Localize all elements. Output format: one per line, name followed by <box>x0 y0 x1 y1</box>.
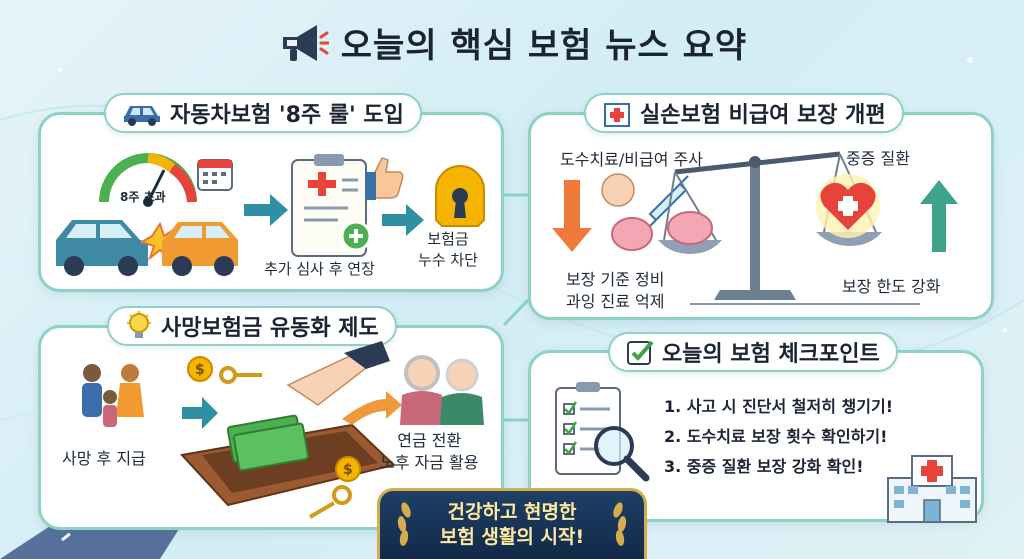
silson-insurance-panel <box>528 112 994 320</box>
checklist-magnifier-icon <box>555 382 650 482</box>
checkpoint-item: 2. 도수치료 보장 횟수 확인하기! <box>664 427 888 446</box>
death-insurance-title: 사망보험금 유동화 제도 <box>161 316 379 341</box>
silson-right-top-label: 중증 질환 <box>846 149 910 168</box>
death-left-label: 사망 후 지급 <box>62 449 146 468</box>
checkbox-icon <box>627 340 654 365</box>
silson-insurance-title: 실손보험 비급여 보장 개편 <box>640 103 886 128</box>
silson-left-top-label: 도수치료/비급여 주사 <box>560 150 703 169</box>
silson-right-bottom-label: 보장 한도 강화 <box>842 277 941 296</box>
banner-line2: 보험 생활의 시작! <box>439 526 585 548</box>
car-accident-illustration <box>56 153 485 276</box>
block-label: 보험금 누수 차단 <box>418 229 478 271</box>
silson-insurance-header: 실손보험 비급여 보장 개편 <box>584 93 904 133</box>
page-title: 오늘의 핵심 보험 뉴스 요약 <box>340 26 748 66</box>
scale-illustration <box>552 151 958 305</box>
silson-left-bottom-line2: 과잉 진료 억제 <box>566 292 665 312</box>
checkpoint-item: 1. 사고 시 진단서 철저히 챙기기! <box>664 397 893 416</box>
death-right-label: 연금 전환 노후 자금 활용 <box>380 430 479 475</box>
gauge-label: 8주 초과 <box>120 190 166 204</box>
laurel-decoration <box>397 502 627 546</box>
hospital-icon <box>604 103 630 127</box>
hospital-building-icon <box>887 455 977 523</box>
silson-left-bottom-label: 보장 기준 정비 과잉 진료 억제 <box>566 269 665 314</box>
checkpoint-title: 오늘의 보험 체크포인트 <box>662 342 880 367</box>
car-insurance-header: 자동차보험 '8주 룰' 도입 <box>104 93 422 133</box>
block-label-line1: 보험금 <box>427 230 469 248</box>
bottom-banner: 건강하고 현명한 보험 생활의 시작! <box>377 488 647 559</box>
megaphone-icon <box>282 24 329 61</box>
death-insurance-header: 사망보험금 유동화 제도 <box>107 306 397 346</box>
death-benefit-illustration: $ $ <box>82 341 484 519</box>
death-right-line2: 노후 자금 활용 <box>380 453 479 473</box>
banner-line1: 건강하고 현명한 <box>447 501 577 524</box>
checkpoint-item: 3. 중증 질환 보장 강화 확인! <box>664 457 864 476</box>
svg-text:$: $ <box>343 462 353 478</box>
title-row: 오늘의 핵심 보험 뉴스 요약 <box>0 18 1024 67</box>
svg-text:$: $ <box>195 362 205 378</box>
block-label-line2: 누수 차단 <box>418 251 478 269</box>
car-insurance-title: 자동차보험 '8주 룰' 도입 <box>170 103 404 128</box>
review-label: 추가 심사 후 연장 <box>264 260 375 278</box>
checkpoint-header: 오늘의 보험 체크포인트 <box>608 332 898 372</box>
lightbulb-icon <box>127 311 151 338</box>
death-right-line1: 연금 전환 <box>397 431 462 450</box>
silson-left-bottom-line1: 보장 기준 정비 <box>566 270 665 289</box>
checkpoint-list: 1. 사고 시 진단서 철저히 챙기기! 2. 도수치료 보장 횟수 확인하기!… <box>664 392 893 482</box>
car-icon <box>124 106 160 126</box>
